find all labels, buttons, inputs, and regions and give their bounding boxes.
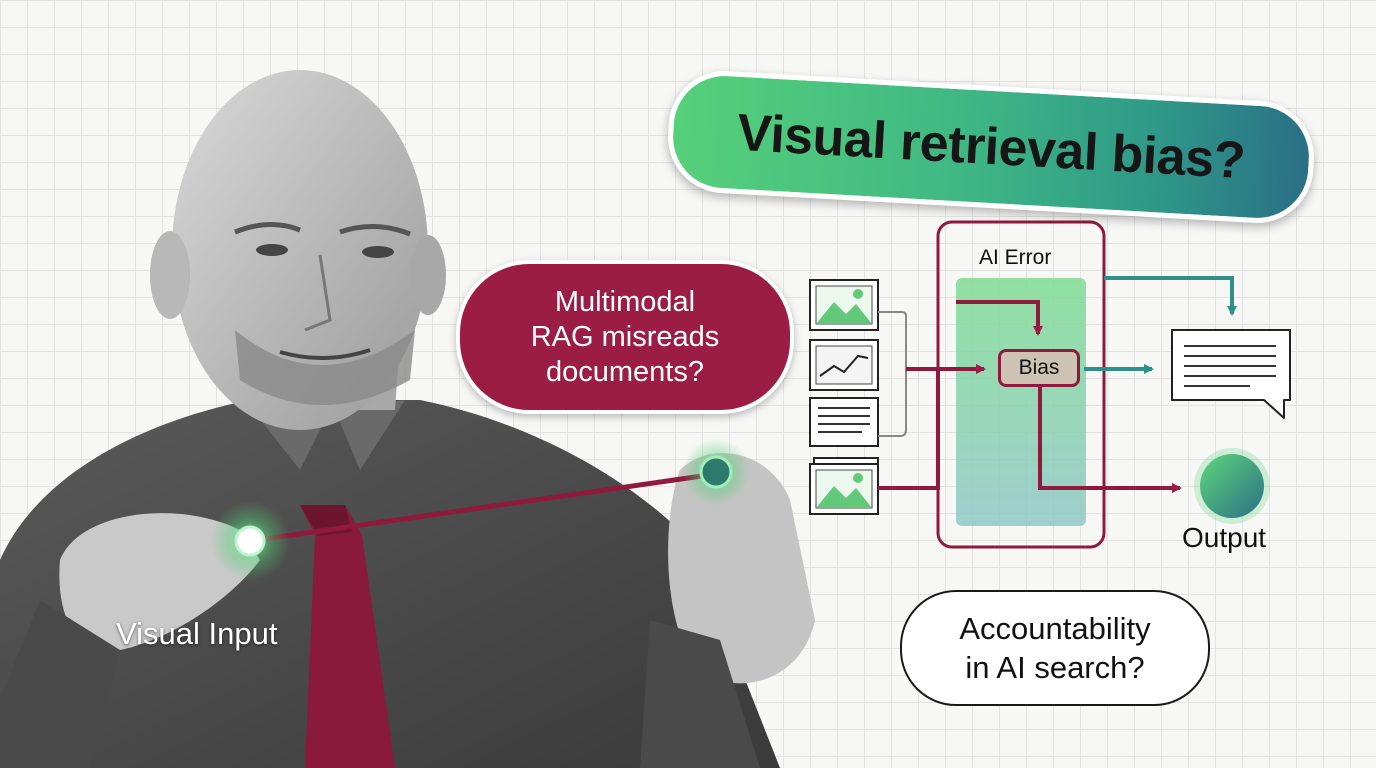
accountability-question-pill: Accountability in AI search? bbox=[900, 590, 1210, 706]
image-document-icon bbox=[809, 279, 879, 331]
bias-node: Bias bbox=[998, 349, 1080, 387]
stacked-image-document-icon bbox=[809, 457, 879, 515]
documents-bracket bbox=[878, 311, 907, 437]
title-text: Visual retrieval bias? bbox=[735, 103, 1247, 191]
ai-error-to-bias-arrow bbox=[956, 300, 1043, 336]
rag-question-pill: Multimodal RAG misreads documents? bbox=[456, 260, 794, 414]
chart-document-icon bbox=[809, 339, 879, 391]
output-circle-icon bbox=[1194, 448, 1270, 524]
bias-label: Bias bbox=[1018, 356, 1060, 379]
text-document-icon bbox=[809, 397, 879, 447]
input-connection-line bbox=[249, 471, 717, 544]
output-label: Output bbox=[1182, 522, 1267, 553]
bias-to-output-arrow bbox=[1038, 387, 1182, 493]
visual-input-label: Visual Input bbox=[116, 616, 278, 651]
ai-error-label: AI Error bbox=[979, 246, 1052, 269]
chat-bubble-icon bbox=[1171, 329, 1291, 419]
bias-zone bbox=[956, 278, 1086, 526]
image-doc-to-bias-arrow bbox=[878, 369, 940, 490]
frame-to-chat-arrow bbox=[1104, 276, 1237, 316]
fingertip-node-icon bbox=[682, 438, 750, 506]
pen-glow-icon bbox=[210, 501, 290, 581]
